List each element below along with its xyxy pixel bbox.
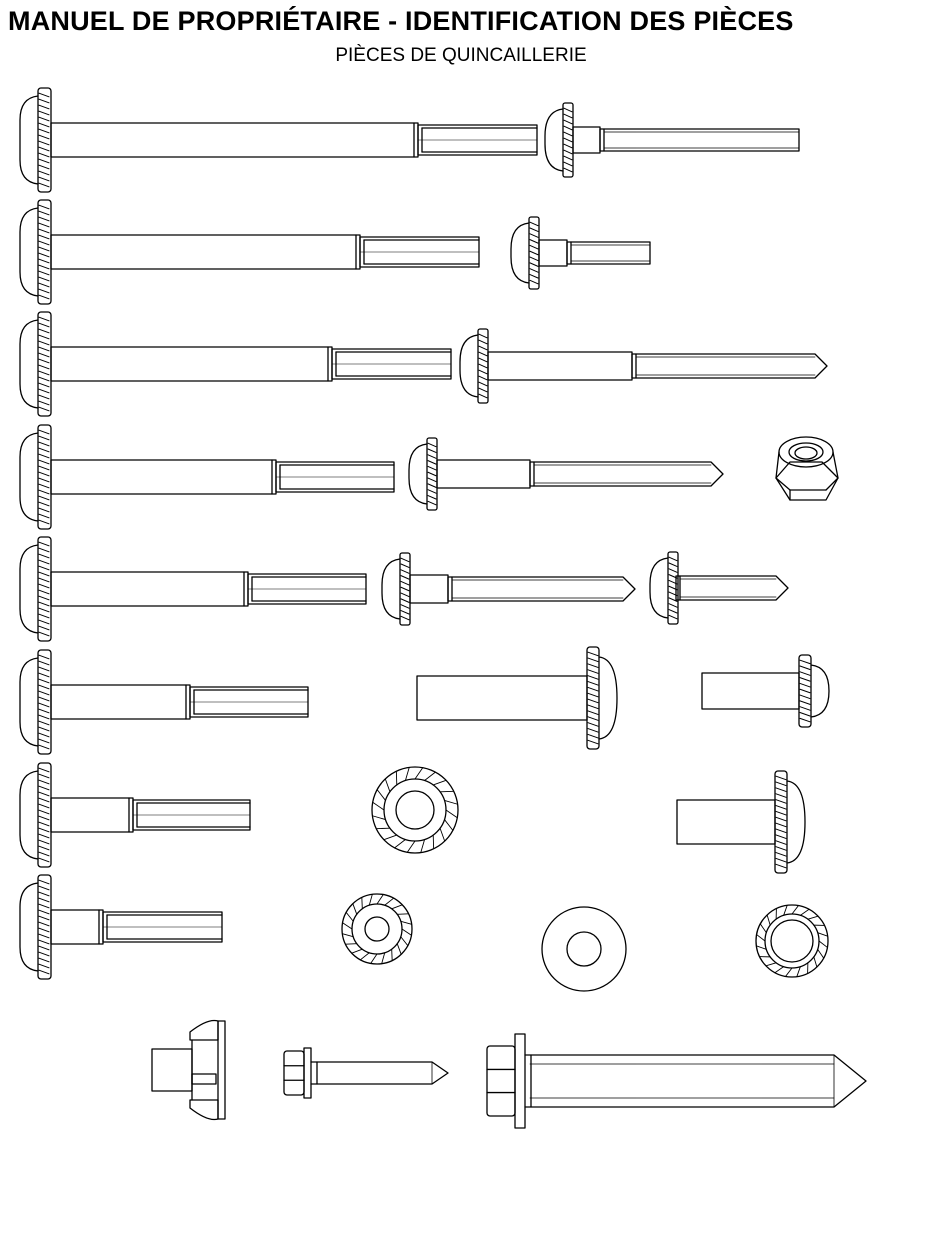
shoulder-bolt-2 <box>20 200 479 304</box>
plastic-rivet <box>152 1020 225 1119</box>
sleeve-nut-1 <box>417 647 617 749</box>
flat-washer <box>542 907 626 991</box>
carriage-bolt-1 <box>545 103 799 177</box>
flange-nut-3 <box>756 905 828 977</box>
hex-screw-large <box>487 1034 866 1128</box>
sleeve-nut-3 <box>677 771 805 873</box>
sleeve-nut-2 <box>702 655 829 727</box>
hex-screw-small <box>284 1048 448 1098</box>
flange-nut-1 <box>372 767 458 853</box>
nylon-lock-nut <box>776 437 838 500</box>
carriage-bolt-2 <box>511 217 650 289</box>
shoulder-bolt-6 <box>20 650 308 754</box>
pointed-carriage-bolt-3 <box>382 553 635 625</box>
pointed-carriage-bolt-1 <box>460 329 827 403</box>
flange-nut-2 <box>342 894 412 964</box>
shoulder-bolt-7 <box>20 763 250 867</box>
shoulder-bolt-1 <box>20 88 537 192</box>
shoulder-bolt-8 <box>20 875 222 979</box>
shoulder-bolt-3 <box>20 312 451 416</box>
shoulder-bolt-4 <box>20 425 394 529</box>
pointed-carriage-bolt-2 <box>409 438 723 510</box>
shoulder-bolt-5 <box>20 537 366 641</box>
pointed-carriage-bolt-4 <box>650 552 788 624</box>
